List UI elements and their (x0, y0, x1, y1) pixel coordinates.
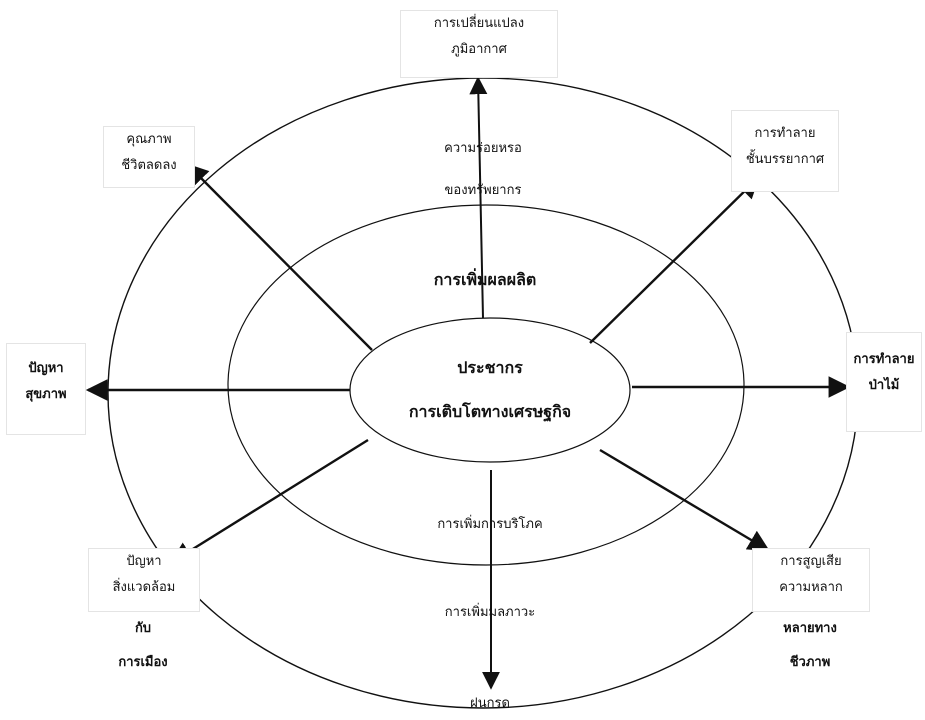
label-right-outcome: การทำลาย ป่าไม้ (846, 332, 922, 432)
text-line: ชีวภาพ (789, 655, 831, 670)
text-line: การทำลาย (754, 126, 816, 141)
arrow-top-left (186, 163, 373, 351)
label-outer-top: ความร่อยหรอ ของทรัพยากร (418, 128, 548, 212)
label-top-outcome: การเปลี่ยนแปลง ภูมิอากาศ (400, 10, 558, 78)
label-bottom-outcome: ฝนกรด (420, 690, 560, 718)
text-line: ป่าไม้ (868, 378, 900, 393)
text-line: การเพิ่มการบริโภค (437, 517, 543, 532)
text-line: ชั้นบรรยากาศ (745, 152, 825, 167)
label-middle-bottom: การเพิ่มการบริโภค (420, 510, 560, 540)
arrow-top (469, 76, 488, 319)
label-middle-top: การเพิ่มผลผลิต (385, 258, 585, 302)
text-line: ประชากร (457, 358, 523, 377)
text-line: ชีวิตลดลง (121, 158, 177, 173)
label-top-right-outcome: การทำลาย ชั้นบรรยากาศ (731, 110, 839, 192)
text-line: ความร่อยหรอ (444, 141, 522, 156)
text-line: สุขภาพ (25, 387, 67, 402)
text-line: กับ (134, 621, 152, 636)
text-line: ของทรัพยากร (444, 183, 522, 198)
text-line: ภูมิอากาศ (451, 42, 507, 57)
text-line: ฝนกรด (470, 696, 510, 711)
text-line: ปัญหา (28, 361, 64, 376)
label-bottom-right-outcome: การสูญเสีย ความหลาก (752, 548, 870, 612)
label-bottom-left-outcome: ปัญหา สิ่งแวดล้อม (88, 548, 200, 612)
text-line: คุณภาพ (126, 132, 172, 147)
label-left-outcome: ปัญหา สุขภาพ (6, 343, 86, 435)
text-line: หลายทาง (783, 621, 837, 636)
middle-ring (227, 204, 745, 566)
arrow-bottom-right (599, 448, 770, 552)
arrow-bottom-left (170, 438, 369, 564)
text-line: สิ่งแวดล้อม (112, 580, 176, 595)
text-line: การสูญเสีย (780, 554, 842, 569)
text-line: การเมือง (118, 655, 168, 670)
arrow-top-right (589, 176, 760, 344)
text-line: การเพิ่มมลภาวะ (444, 605, 536, 620)
text-line: การทำลาย (853, 352, 915, 367)
label-top-left-outcome: คุณภาพ ชีวิตลดลง (103, 126, 195, 188)
label-center: ประชากร การเติบโตทางเศรษฐกิจ (360, 346, 620, 434)
text-line: ความหลาก (779, 580, 843, 595)
text-line: การเปลี่ยนแปลง (433, 16, 525, 31)
label-bottom-left-outcome-extra: กับ การเมือง (88, 612, 198, 680)
text-line: การเติบโตทางเศรษฐกิจ (408, 402, 572, 421)
label-bottom-right-outcome-extra: หลายทาง ชีวภาพ (752, 612, 868, 680)
text-line: การเพิ่มผลผลิต (433, 270, 537, 289)
label-outer-bottom: การเพิ่มมลภาวะ (420, 598, 560, 628)
text-line: ปัญหา (126, 554, 162, 569)
